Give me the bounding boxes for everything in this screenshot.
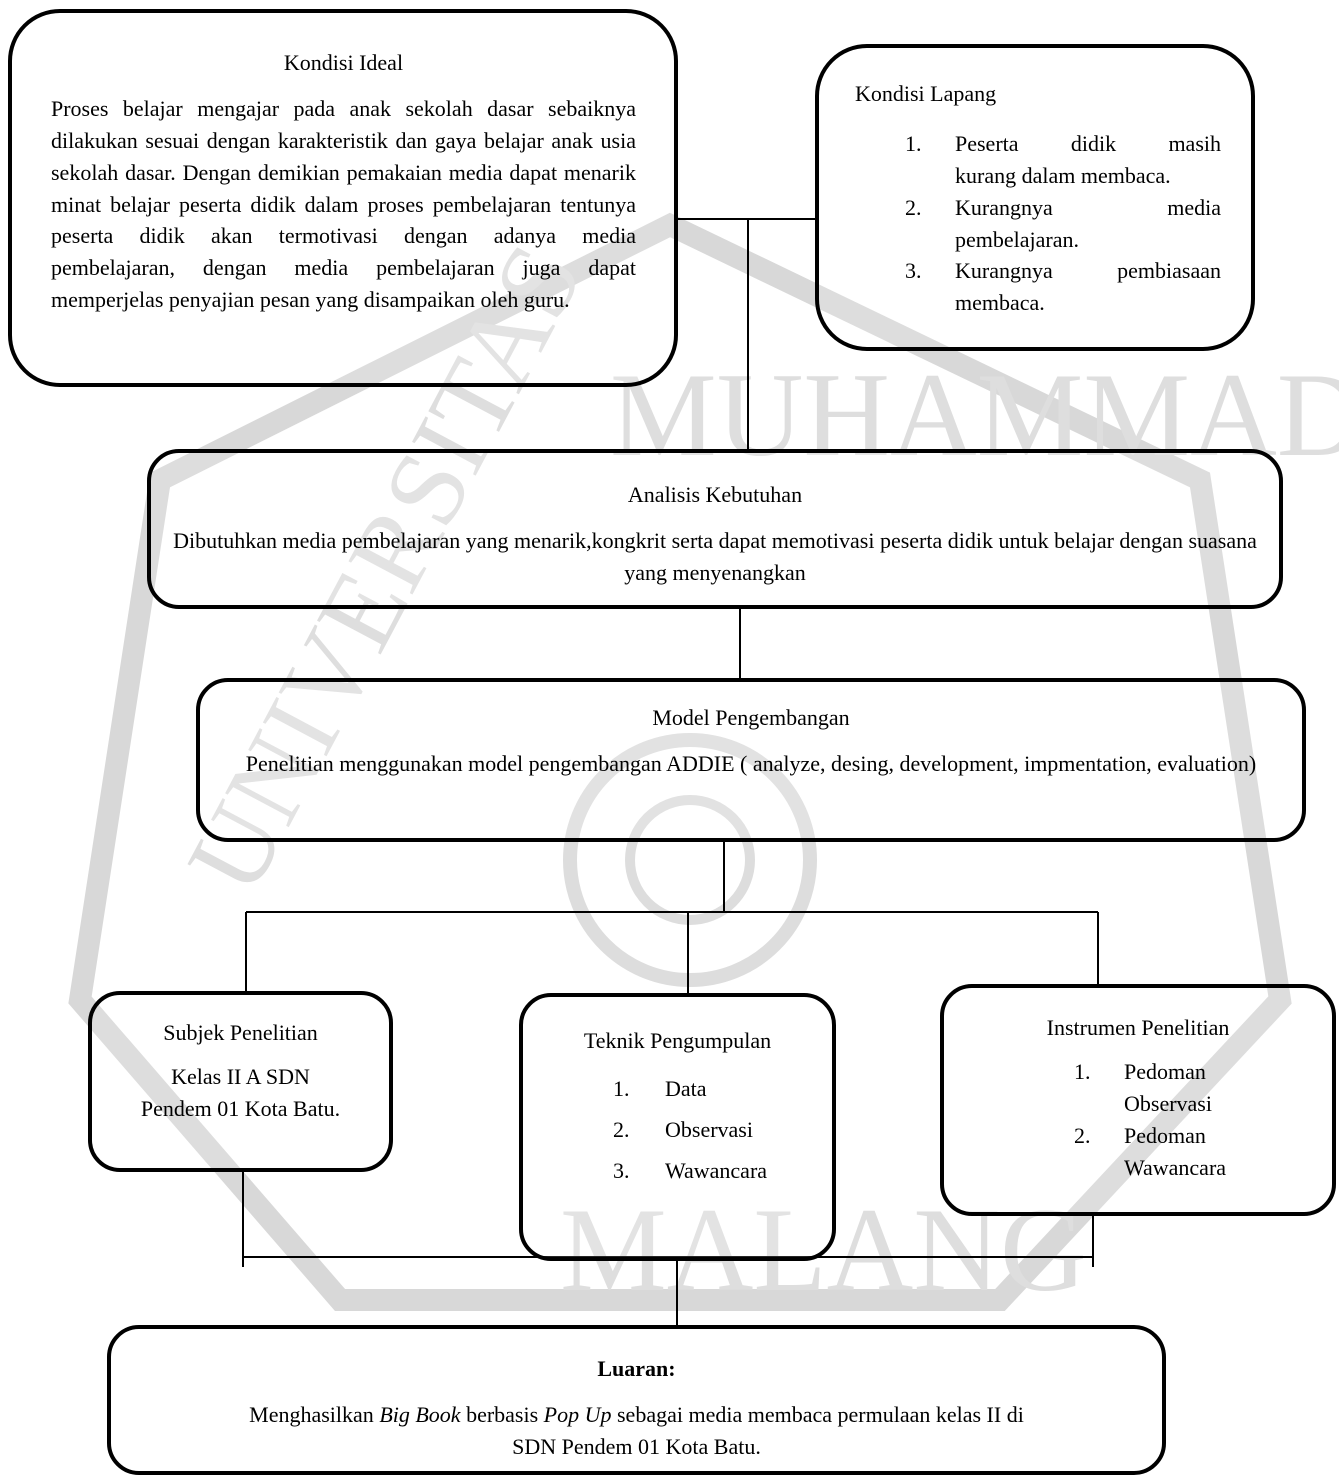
list-item: 2. Kurangnya media pembelajaran. [855,192,1221,256]
kondisi-ideal-box: Kondisi Ideal Proses belajar mengajar pa… [8,9,678,387]
list-item: 1. Peserta didik masih kurang dalam memba… [855,128,1221,192]
teknik-pengumpulan-box: Teknik Pengumpulan 1. Data 2. Observasi … [519,993,836,1261]
luaran-text: sebagai media membaca permulaan kelas II… [611,1401,1024,1427]
luaran-body-line2: SDN Pendem 01 Kota Batu. [512,1433,761,1459]
analisis-kebutuhan-box: Analisis Kebutuhan Dibutuhkan media pemb… [147,449,1283,609]
analisis-kebutuhan-body: Dibutuhkan media pembelajaran yang menar… [173,527,1257,585]
list-text: Observasi [665,1116,753,1142]
luaran-italic-pop-up: Pop Up [543,1401,612,1427]
list-number: 2. [1074,1122,1091,1148]
luaran-title: Luaran: [597,1356,676,1381]
luaran-text: berbasis [460,1401,544,1427]
list-number: 2. [613,1116,630,1142]
list-text: Wawancara [1124,1154,1227,1180]
list-text: Observasi [1124,1090,1212,1116]
model-pengembangan-body: Penelitian menggunakan model pengembanga… [245,750,1257,776]
kondisi-lapang-list: 1. Peserta didik masih kurang dalam memba… [855,128,1221,319]
list-item: 3. Kurangnya pembiasaan membaca. [855,255,1221,319]
model-pengembangan-title: Model Pengembangan [652,705,850,730]
list-number: 1. [1074,1058,1091,1084]
list-item: 2. Observasi [535,1114,820,1146]
list-number: 1. [905,130,922,156]
kondisi-lapang-title: Kondisi Lapang [855,81,997,106]
subjek-penelitian-title: Subjek Penelitian [163,1020,318,1045]
list-text: pembelajaran. [955,226,1079,252]
instrumen-penelitian-title: Instrumen Penelitian [1046,1015,1230,1040]
kondisi-ideal-title: Kondisi Ideal [283,50,404,75]
subjek-penelitian-line1: Kelas II A SDN [171,1063,310,1089]
list-text: Wawancara [665,1157,768,1183]
list-text: Data [665,1075,707,1101]
list-text: Pedoman [1124,1122,1206,1148]
list-text: Kurangnya pembiasaan [955,258,1221,284]
subjek-penelitian-box: Subjek Penelitian Kelas II A SDN Pendem … [88,991,393,1172]
kondisi-ideal-body: Proses belajar mengajar pada anak sekola… [51,95,636,313]
list-number: 2. [905,194,922,220]
luaran-text: Menghasilkan [249,1401,380,1427]
list-text: Pedoman [1124,1058,1206,1084]
list-number: 3. [613,1157,630,1183]
luaran-italic-big-book: Big Book [379,1401,461,1427]
list-number: 3. [905,258,922,284]
list-text: Peserta didik masih [955,130,1221,156]
analisis-kebutuhan-title: Analisis Kebutuhan [627,482,803,507]
model-pengembangan-box: Model Pengembangan Penelitian menggunaka… [196,678,1306,842]
list-item: 1. Data [535,1073,820,1105]
list-number: 1. [613,1075,630,1101]
list-text: Kurangnya media [955,194,1221,220]
teknik-pengumpulan-title: Teknik Pengumpulan [583,1028,772,1053]
luaran-body-line1: Menghasilkan Big Book berbasis Pop Up se… [131,1399,1142,1431]
subjek-penelitian-line2: Pendem 01 Kota Batu. [140,1095,341,1121]
teknik-pengumpulan-list: 1. Data 2. Observasi 3. Wawancara [535,1073,820,1187]
kondisi-lapang-box: Kondisi Lapang 1. Peserta didik masih kur… [815,44,1255,351]
list-text: membaca. [955,290,1045,316]
list-text: kurang dalam membaca. [955,162,1171,188]
luaran-box: Luaran: Menghasilkan Big Book berbasis P… [107,1325,1166,1475]
list-item: 3. Wawancara [535,1155,820,1187]
